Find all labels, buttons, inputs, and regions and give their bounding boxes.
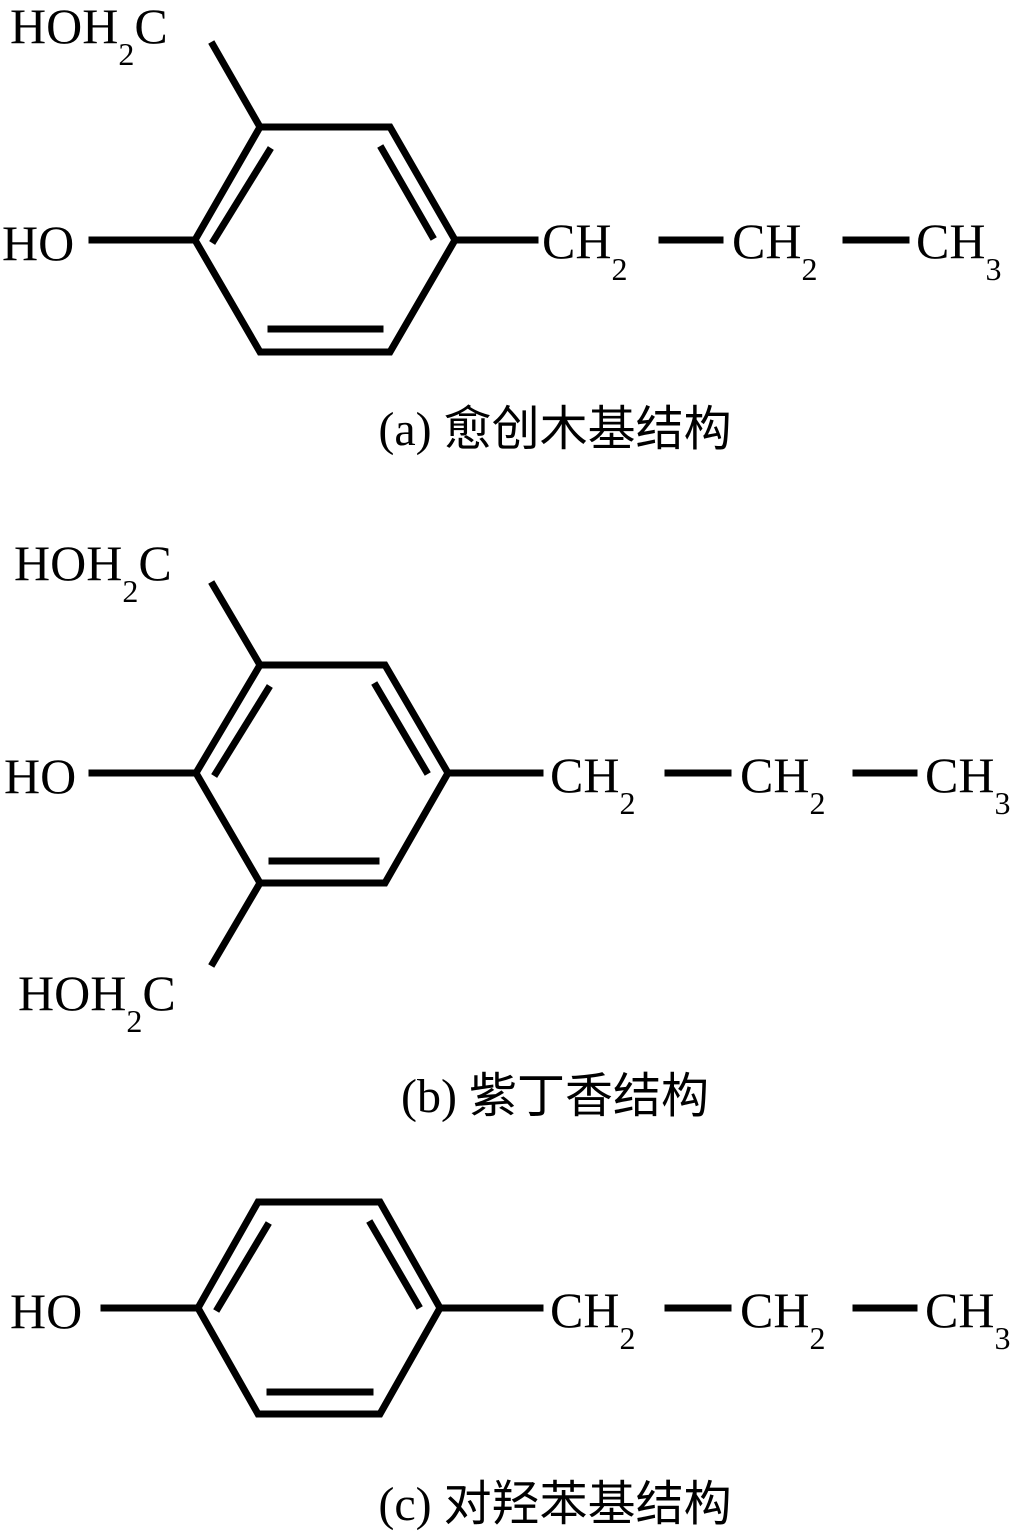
structure-b: HOH2C HO HOH2C CH2 CH2 CH3 (b) 紫丁香结构	[4, 535, 1010, 1123]
caption-b: (b) 紫丁香结构	[401, 1070, 709, 1123]
benzene-ring-a	[190, 123, 460, 356]
bond-ch2oh-top-b	[208, 580, 265, 670]
group-ho-b: HO	[4, 748, 76, 804]
group-hoh2c-top-b: HOH2C	[14, 535, 172, 609]
group-ho-a: HO	[2, 215, 74, 271]
bond-ch2oh-bottom-b	[208, 878, 265, 968]
benzene-ring-b	[191, 661, 453, 887]
group-ho-c: HO	[10, 1283, 82, 1339]
group-hoh2c-a: HOH2C	[10, 0, 168, 72]
caption-c: (c) 对羟苯基结构	[378, 1478, 731, 1531]
group-ch3-a: CH3	[916, 213, 1001, 287]
group-hoh2c-bottom-b: HOH2C	[18, 965, 176, 1039]
group-ch2-1-c: CH2	[550, 1282, 635, 1356]
structure-a: HOH2C HO CH2 CH2 CH3 (a) 愈创木基结构	[2, 0, 1001, 456]
group-ch2-1-a: CH2	[542, 213, 627, 287]
group-ch2-2-a: CH2	[732, 213, 817, 287]
group-ch2-2-b: CH2	[740, 747, 825, 821]
structure-c: HO CH2 CH2 CH3 (c) 对羟苯基结构	[10, 1198, 1010, 1531]
bond-ch2oh-a	[208, 40, 265, 132]
group-ch2-1-b: CH2	[550, 747, 635, 821]
caption-a: (a) 愈创木基结构	[378, 403, 731, 456]
group-ch2-2-c: CH2	[740, 1282, 825, 1356]
group-ch3-c: CH3	[925, 1282, 1010, 1356]
group-ch3-b: CH3	[925, 747, 1010, 821]
benzene-ring-c	[193, 1198, 445, 1418]
